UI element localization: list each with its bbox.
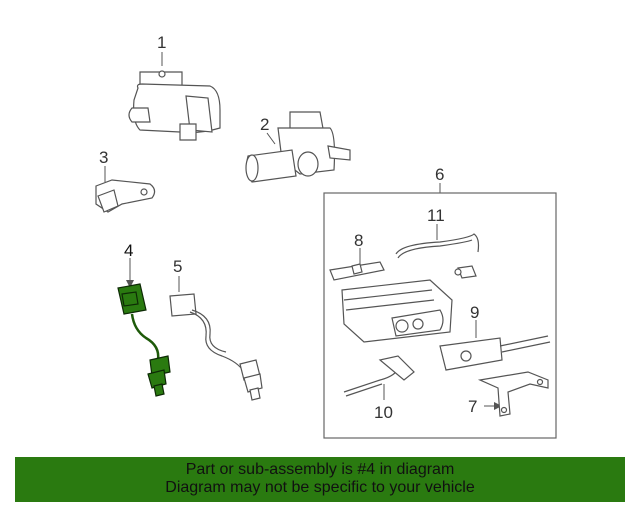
part-8-bracket[interactable] <box>329 248 385 281</box>
part-7-bracket[interactable] <box>477 371 549 417</box>
banner-line-2: Diagram may not be specific to your vehi… <box>165 479 475 496</box>
part-11-hose[interactable] <box>395 224 480 279</box>
callout-10: 10 <box>374 403 393 422</box>
part-5-oxygen-sensor[interactable] <box>169 276 263 401</box>
part-1-valve[interactable] <box>128 52 221 141</box>
callout-1: 1 <box>157 33 166 52</box>
parts-diagram: 1 2 3 4 5 6 7 8 9 10 11 <box>95 33 557 439</box>
part-10-tube[interactable] <box>343 355 415 400</box>
part-4-oxygen-sensor[interactable] <box>117 258 171 397</box>
callout-6: 6 <box>435 165 444 184</box>
callout-9: 9 <box>470 303 479 322</box>
part-3-bracket[interactable] <box>95 166 156 213</box>
callout-2: 2 <box>260 115 269 134</box>
callout-3: 3 <box>99 148 108 167</box>
callout-7: 7 <box>468 397 477 416</box>
part-6-assembly-box[interactable] <box>323 183 557 439</box>
callout-5: 5 <box>173 257 182 276</box>
callout-4: 4 <box>124 241 133 260</box>
callout-8: 8 <box>354 231 363 250</box>
part-2-valve[interactable] <box>245 111 351 183</box>
banner-line-1: Part or sub-assembly is #4 in diagram <box>185 461 455 478</box>
info-banner: Part or sub-assembly is #4 in diagram Di… <box>15 457 625 502</box>
callout-11: 11 <box>427 206 445 225</box>
part-9-valve[interactable] <box>439 320 551 371</box>
canister[interactable] <box>341 279 453 343</box>
